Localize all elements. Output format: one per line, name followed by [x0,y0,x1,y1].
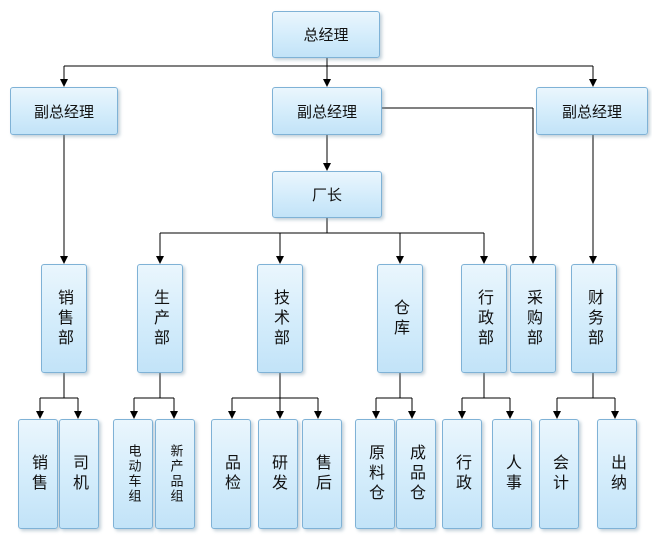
unit-driver-box: 司机 [59,419,99,529]
department-sales-box: 销售部 [41,264,87,373]
unit-after-sales-box: 售后 [302,419,342,529]
unit-administration-box: 行政 [442,419,482,529]
department-warehouse-box: 仓库 [377,264,423,373]
unit-new-product-group-box: 新产品组 [155,419,195,529]
department-purchasing-box: 采购部 [510,264,556,373]
deputy-gm-right-box: 副总经理 [536,87,648,135]
unit-accounting-box: 会计 [539,419,579,529]
department-production-box: 生产部 [137,264,183,373]
unit-cashier-box: 出纳 [597,419,637,529]
factory-director-box: 厂长 [272,171,382,218]
unit-sales-box: 销售 [18,419,58,529]
unit-quality-inspection-box: 品检 [211,419,251,529]
unit-raw-material-warehouse-box: 原料仓 [355,419,395,529]
general-manager-box: 总经理 [272,11,380,58]
deputy-gm-left-box: 副总经理 [10,87,118,135]
deputy-gm-middle-box: 副总经理 [272,87,382,135]
unit-hr-box: 人事 [492,419,532,529]
department-technology-box: 技术部 [257,264,303,373]
unit-ev-group-box: 电动车组 [113,419,153,529]
unit-rnd-box: 研发 [258,419,298,529]
department-finance-box: 财务部 [571,264,617,373]
unit-finished-goods-warehouse-box: 成品仓 [396,419,436,529]
department-admin-box: 行政部 [461,264,507,373]
